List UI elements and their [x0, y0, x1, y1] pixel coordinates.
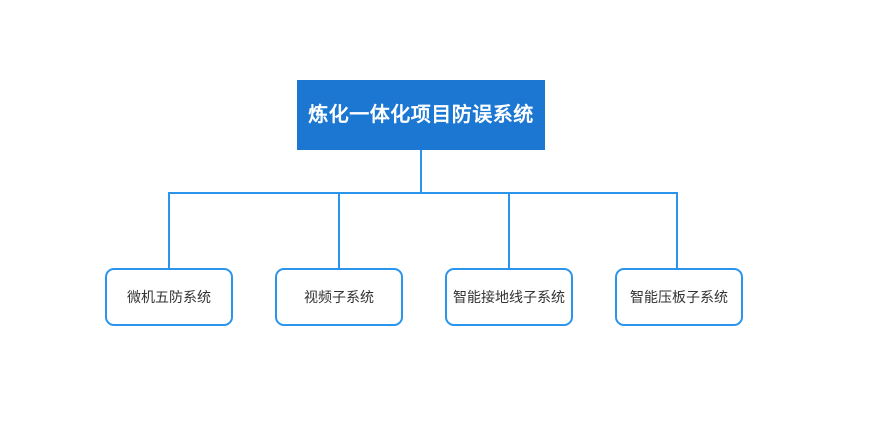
child-node-1[interactable]: 微机五防系统: [105, 268, 233, 326]
child-node-3[interactable]: 智能接地线子系统: [445, 268, 573, 326]
child-node-2-label: 视频子系统: [304, 288, 374, 305]
child-node-3-label: 智能接地线子系统: [453, 288, 565, 305]
child-node-4-label: 智能压板子系统: [630, 288, 728, 305]
child-node-2[interactable]: 视频子系统: [275, 268, 403, 326]
child-node-1-label: 微机五防系统: [127, 288, 211, 305]
root-node-label: 炼化一体化项目防误系统: [308, 104, 534, 126]
child-node-4[interactable]: 智能压板子系统: [615, 268, 743, 326]
root-node[interactable]: 炼化一体化项目防误系统: [297, 80, 545, 150]
